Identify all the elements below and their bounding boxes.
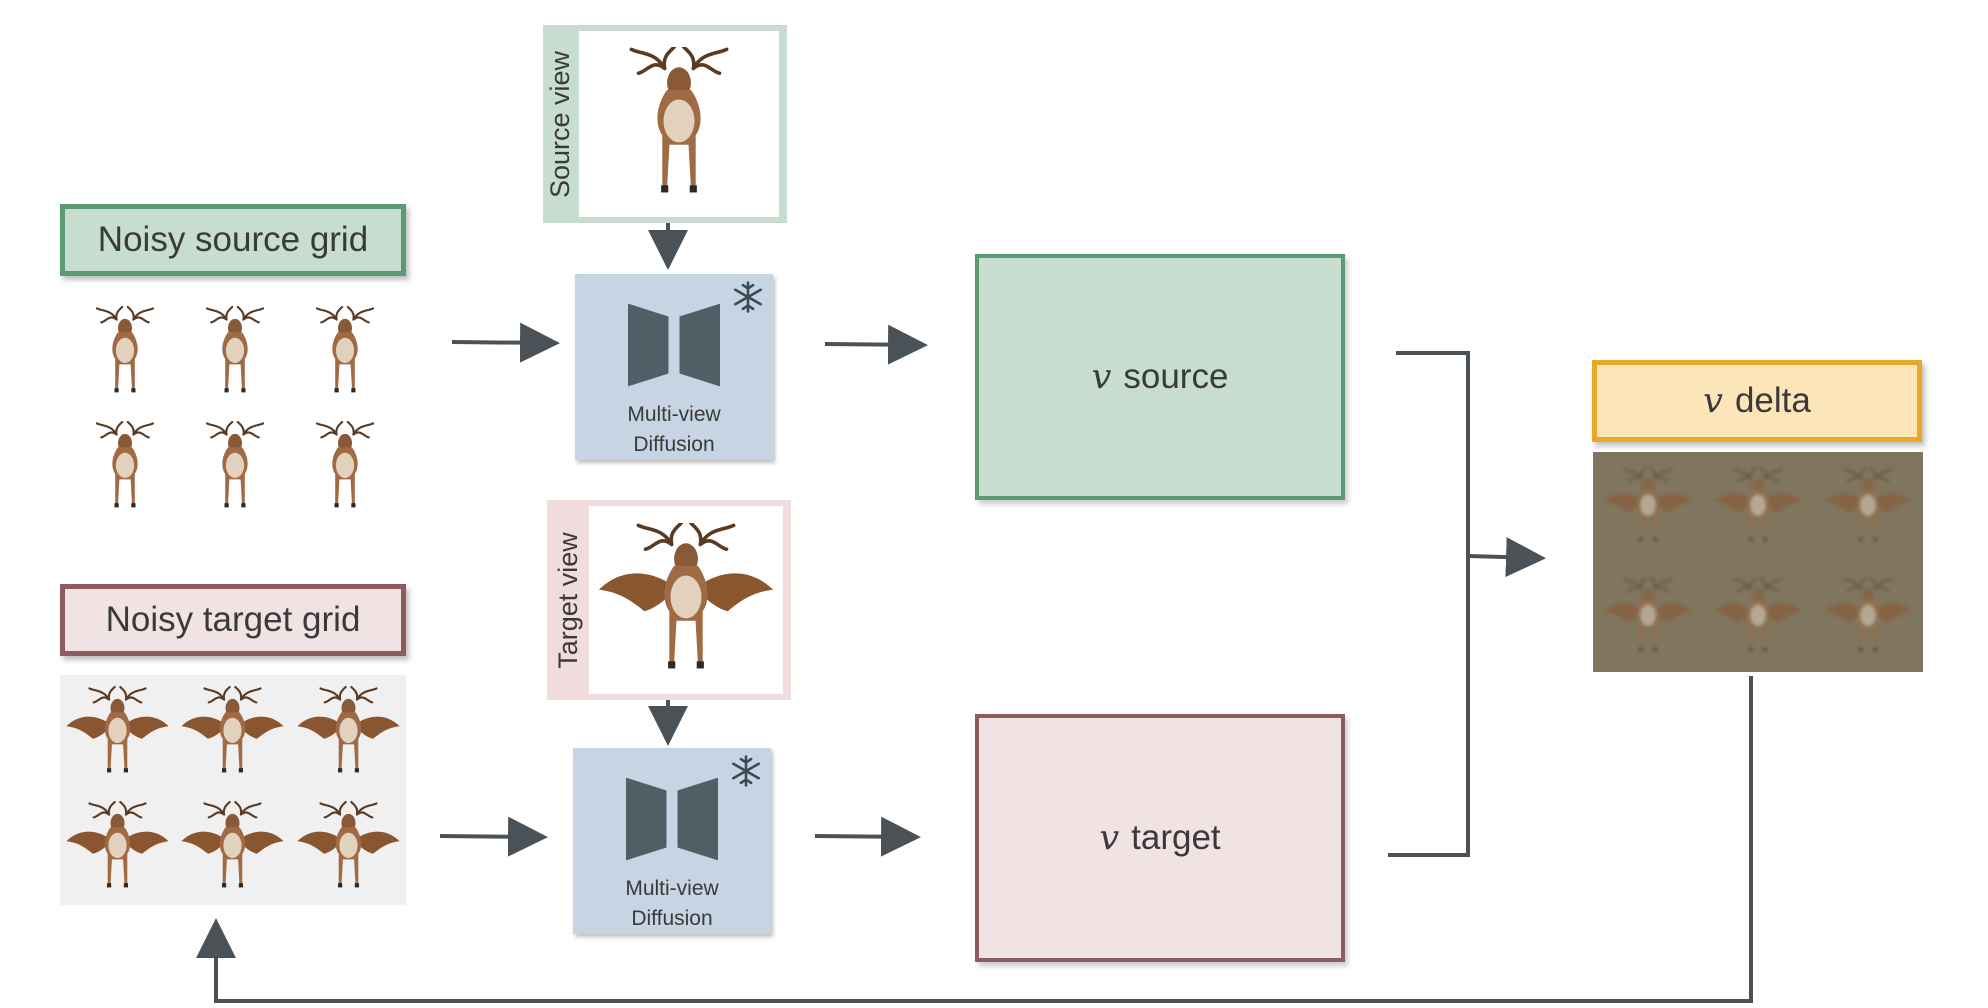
target-view-label: Target view [552,531,583,669]
source-view-label: Source view [545,50,576,198]
v-symbol: v [1703,381,1723,421]
diffusion-bottom-line1: Multi-view [625,877,719,900]
noisy-deer-icon [1713,467,1803,547]
source-grid-cell-5 [180,410,290,525]
v-delta-label: v delta [1592,360,1922,442]
delta-cell-5 [1703,562,1813,672]
multiview-diffusion-bottom: Multi-view Diffusion [573,748,771,934]
diffusion-bottom-line2: Diffusion [631,907,713,930]
noisy-deer-icon [1603,467,1693,547]
v-delta-noise-image [1593,452,1923,672]
source-grid-cell-4 [70,410,180,525]
target-grid-cell-6 [291,790,406,905]
target-grid-cell-4 [60,790,175,905]
target-view-frame: Target view [547,500,791,700]
v-target-box: v target [975,714,1345,962]
winged-deer-icon [296,685,401,780]
unet-icon [628,302,720,388]
source-grid-cell-6 [290,410,400,525]
delta-cell-4 [1593,562,1703,672]
delta-cell-1 [1593,452,1703,562]
noisy-deer-icon [1713,577,1803,657]
deer-icon [310,305,380,400]
snowflake-icon [731,280,765,314]
v-target-text: target [1131,818,1221,857]
target-grid-cell-3 [291,675,406,790]
diffusion-top-line1: Multi-view [627,403,721,426]
deer-icon [310,420,380,515]
arrow-merge-to-v-delta [1467,537,1546,578]
snowflake-icon [729,754,763,788]
noisy-target-grid-images [60,675,406,905]
target-grid-cell-2 [175,675,290,790]
arrow-diffusion-to-v-source [824,324,928,365]
winged-deer-icon [596,523,776,678]
source-view-frame: Source view [543,25,787,223]
noisy-source-grid-images [70,295,400,525]
noisy-deer-icon [1603,577,1693,657]
deer-icon [90,420,160,515]
winged-deer-icon [180,800,285,895]
delta-cell-3 [1813,452,1923,562]
v-delta-text: delta [1734,381,1811,420]
arrow-source-grid-to-diffusion [451,322,560,363]
source-grid-cell-2 [180,295,290,410]
deer-icon [200,420,270,515]
noisy-target-grid-text: Noisy target grid [105,600,361,639]
unet-icon [626,776,718,862]
v-symbol: v [1091,357,1112,397]
v-source-box: v source [975,254,1345,500]
noisy-target-grid-label: Noisy target grid [60,584,406,656]
winged-deer-icon [296,800,401,895]
deer-icon [619,47,739,202]
target-grid-cell-5 [175,790,290,905]
winged-deer-icon [65,800,170,895]
noisy-deer-icon [1823,467,1913,547]
noisy-source-grid-label: Noisy source grid [60,204,406,276]
delta-cell-2 [1703,452,1813,562]
arrow-feedback-loop [196,676,1753,1003]
v-source-text: source [1123,357,1229,396]
diffusion-top-line2: Diffusion [633,433,715,456]
noisy-deer-icon [1823,577,1913,657]
bracket-v-source-to-merge [1388,351,1470,857]
source-grid-cell-3 [290,295,400,410]
source-view-image [579,31,779,217]
target-grid-cell-1 [60,675,175,790]
winged-deer-icon [65,685,170,780]
arrow-target-grid-to-diffusion [439,816,548,857]
arrow-diffusion-to-v-target [814,816,921,857]
noisy-source-grid-text: Noisy source grid [97,220,369,259]
winged-deer-icon [180,685,285,780]
v-symbol: v [1099,818,1120,858]
deer-icon [90,305,160,400]
deer-icon [200,305,270,400]
multiview-diffusion-top: Multi-view Diffusion [575,274,773,460]
source-grid-cell-1 [70,295,180,410]
target-view-image [589,506,783,694]
delta-cell-6 [1813,562,1923,672]
